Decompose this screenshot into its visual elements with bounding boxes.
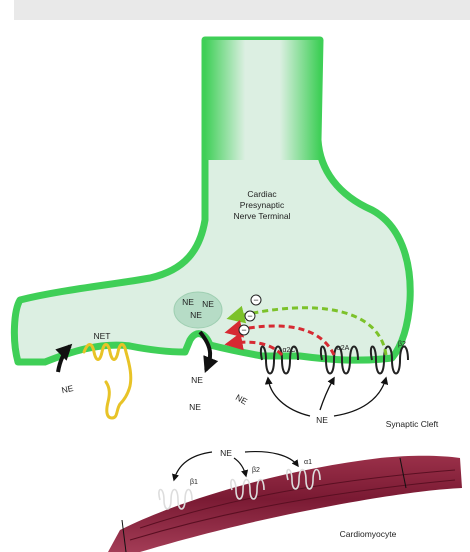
ne-to-beta1-arrow bbox=[174, 452, 212, 480]
ne-left-label: NE bbox=[61, 383, 75, 395]
inhibit-sign-1: − bbox=[253, 295, 258, 305]
ne-to-beta2-arrow bbox=[334, 378, 386, 416]
alpha2c-label: α2C bbox=[283, 347, 296, 354]
ne-to-alpha1-arrow bbox=[245, 452, 298, 466]
vesicle-ne-label-3: NE bbox=[190, 310, 202, 320]
ne-post-label: NE bbox=[220, 448, 232, 458]
cardiomyocyte-cell bbox=[108, 456, 462, 552]
beta2-post-label: β2 bbox=[252, 467, 260, 474]
terminal-label-line1: Cardiac bbox=[247, 189, 277, 199]
ne-to-alpha2c-arrow bbox=[268, 378, 310, 416]
inhibit-sign-2: − bbox=[247, 311, 252, 321]
alpha1-label: α1 bbox=[304, 459, 312, 466]
beta1-label: β1 bbox=[190, 479, 198, 486]
ne-to-alpha2a-arrow bbox=[320, 378, 334, 410]
beta2-pre-label: β2 bbox=[398, 341, 406, 348]
ne-to-beta2-post-arrow bbox=[234, 458, 246, 476]
terminal-label-line2: Presynaptic bbox=[240, 200, 285, 210]
vesicle-ne-label-2: NE bbox=[202, 299, 214, 309]
synaptic-cleft-label: Synaptic Cleft bbox=[386, 419, 439, 429]
axon-shaft bbox=[205, 40, 320, 160]
inhibit-sign-3: − bbox=[241, 325, 246, 335]
vesicle-ne-label-1: NE bbox=[182, 297, 194, 307]
ne-autoreceptor-label: NE bbox=[316, 415, 328, 425]
net-transporter bbox=[84, 345, 131, 419]
cardiomyocyte-label: Cardiomyocyte bbox=[340, 529, 397, 539]
terminal-label-line3: Nerve Terminal bbox=[233, 211, 290, 221]
ne-cleft-label-2: NE bbox=[234, 392, 250, 407]
alpha2a-label: α2A bbox=[337, 345, 350, 352]
ne-release-label: NE bbox=[191, 375, 203, 385]
net-label: NET bbox=[94, 331, 111, 341]
ne-cleft-label-1: NE bbox=[189, 402, 201, 412]
